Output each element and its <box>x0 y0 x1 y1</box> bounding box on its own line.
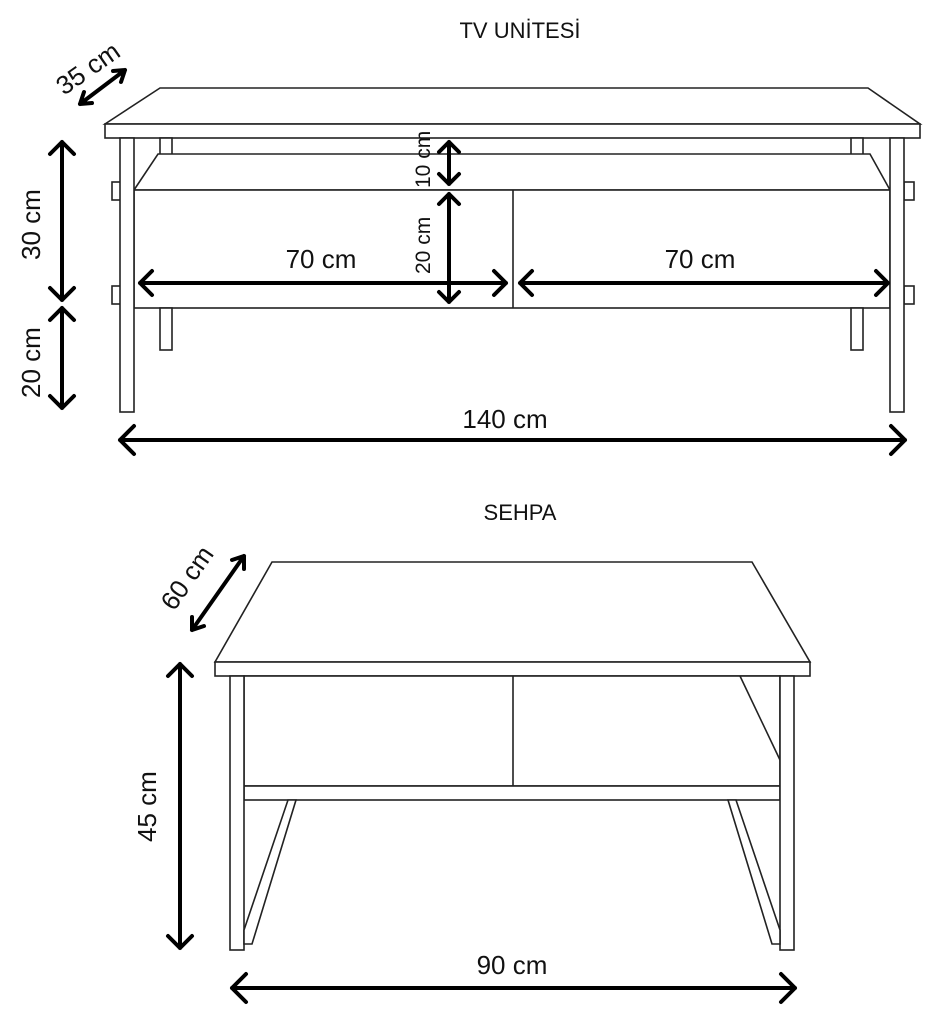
tv-front-leg-left <box>119 137 135 413</box>
table-height-arrow <box>166 662 194 950</box>
coffee-table-title: SEHPA <box>484 500 557 525</box>
tv-unit-drawing: TV UNİTESİ 35 cm 30 cm 20 cm <box>16 18 923 456</box>
tv-left-width-label: 70 cm <box>286 244 357 274</box>
table-shelf-side <box>739 675 781 761</box>
tv-total-width-label: 140 cm <box>462 404 547 434</box>
tv-depth-label: 35 cm <box>50 36 125 101</box>
coffee-table-drawing: SEHPA 60 cm 45 cm 90 cm <box>132 500 812 1004</box>
tv-body-height-label: 30 cm <box>16 189 46 260</box>
table-depth-arrow <box>190 554 246 632</box>
tv-top-surface <box>102 87 923 125</box>
tv-unit-title: TV UNİTESİ <box>459 18 580 43</box>
tv-depth-arrow <box>78 68 127 106</box>
table-inner-panel <box>243 675 781 787</box>
tv-side-tab-right-upper <box>903 181 915 201</box>
tv-back-leg-right <box>850 307 864 351</box>
table-width-arrow <box>230 972 797 1004</box>
table-top-surface <box>213 561 812 663</box>
table-front-leg-left <box>229 675 245 951</box>
table-front-leg-right <box>779 675 795 951</box>
table-frame-right <box>726 799 781 945</box>
tv-right-width-label: 70 cm <box>665 244 736 274</box>
table-frame-left <box>243 799 298 945</box>
tv-total-width-arrow <box>118 424 907 456</box>
tv-body <box>133 189 891 309</box>
tv-compartment-height-label: 20 cm <box>412 217 435 274</box>
tv-front-leg-right <box>889 137 905 413</box>
table-lower-shelf <box>243 785 781 801</box>
table-height-label: 45 cm <box>132 771 162 842</box>
tv-side-tab-right-lower <box>903 285 915 305</box>
tv-leg-height-arrow <box>48 306 76 410</box>
tv-inner-shelf <box>132 153 892 191</box>
tv-top-gap-label: 10 cm <box>412 131 435 188</box>
tv-back-leg-left <box>159 307 173 351</box>
table-top-front-edge <box>214 661 811 677</box>
tv-top-gap-arrow <box>437 140 461 186</box>
tv-body-height-arrow <box>48 140 76 302</box>
tv-right-width-arrow <box>518 269 890 297</box>
tv-top-front-edge <box>104 123 921 139</box>
tv-leg-height-label: 20 cm <box>16 327 46 398</box>
table-width-label: 90 cm <box>477 950 548 980</box>
tv-left-width-arrow <box>138 269 508 297</box>
